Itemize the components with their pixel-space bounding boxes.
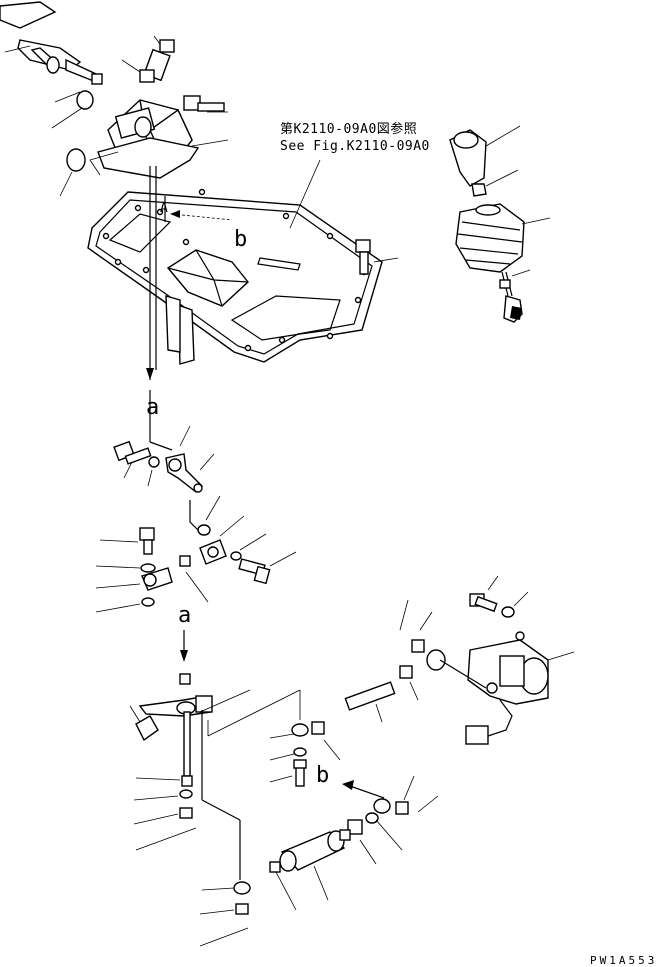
view-mark-b-top: b <box>234 227 247 252</box>
view-mark-b-bottom: b <box>316 763 329 788</box>
drawing-code: PW1A553 <box>590 954 657 967</box>
reference-line-jp: 第K2110-09A0図参照 <box>280 121 417 137</box>
cylinder <box>269 829 351 911</box>
view-b-arrow: b <box>316 763 385 799</box>
actuator <box>439 575 575 745</box>
view-a-arrow: a <box>178 603 191 662</box>
rod-lines-a: a A b <box>146 166 247 451</box>
leader-lines-top-left <box>4 35 229 197</box>
view-mark-a-small: A <box>160 201 168 216</box>
joystick-assembly <box>449 125 551 323</box>
lever-assembly-top-left <box>0 1 225 179</box>
floor-plate <box>87 188 383 365</box>
reference-note: 第K2110-09A0図参照 See Fig.K2110-09A0 <box>280 121 430 229</box>
view-mark-a-top: a <box>146 395 159 420</box>
middle-linkage <box>95 425 297 613</box>
linkage-right-middle <box>269 599 446 787</box>
parts-lower-right <box>347 775 439 865</box>
plate-bolt <box>355 239 399 275</box>
view-mark-a-mid: a <box>178 603 191 628</box>
lower-shaft-assembly <box>129 673 301 947</box>
reference-line-en: See Fig.K2110-09A0 <box>280 139 430 154</box>
